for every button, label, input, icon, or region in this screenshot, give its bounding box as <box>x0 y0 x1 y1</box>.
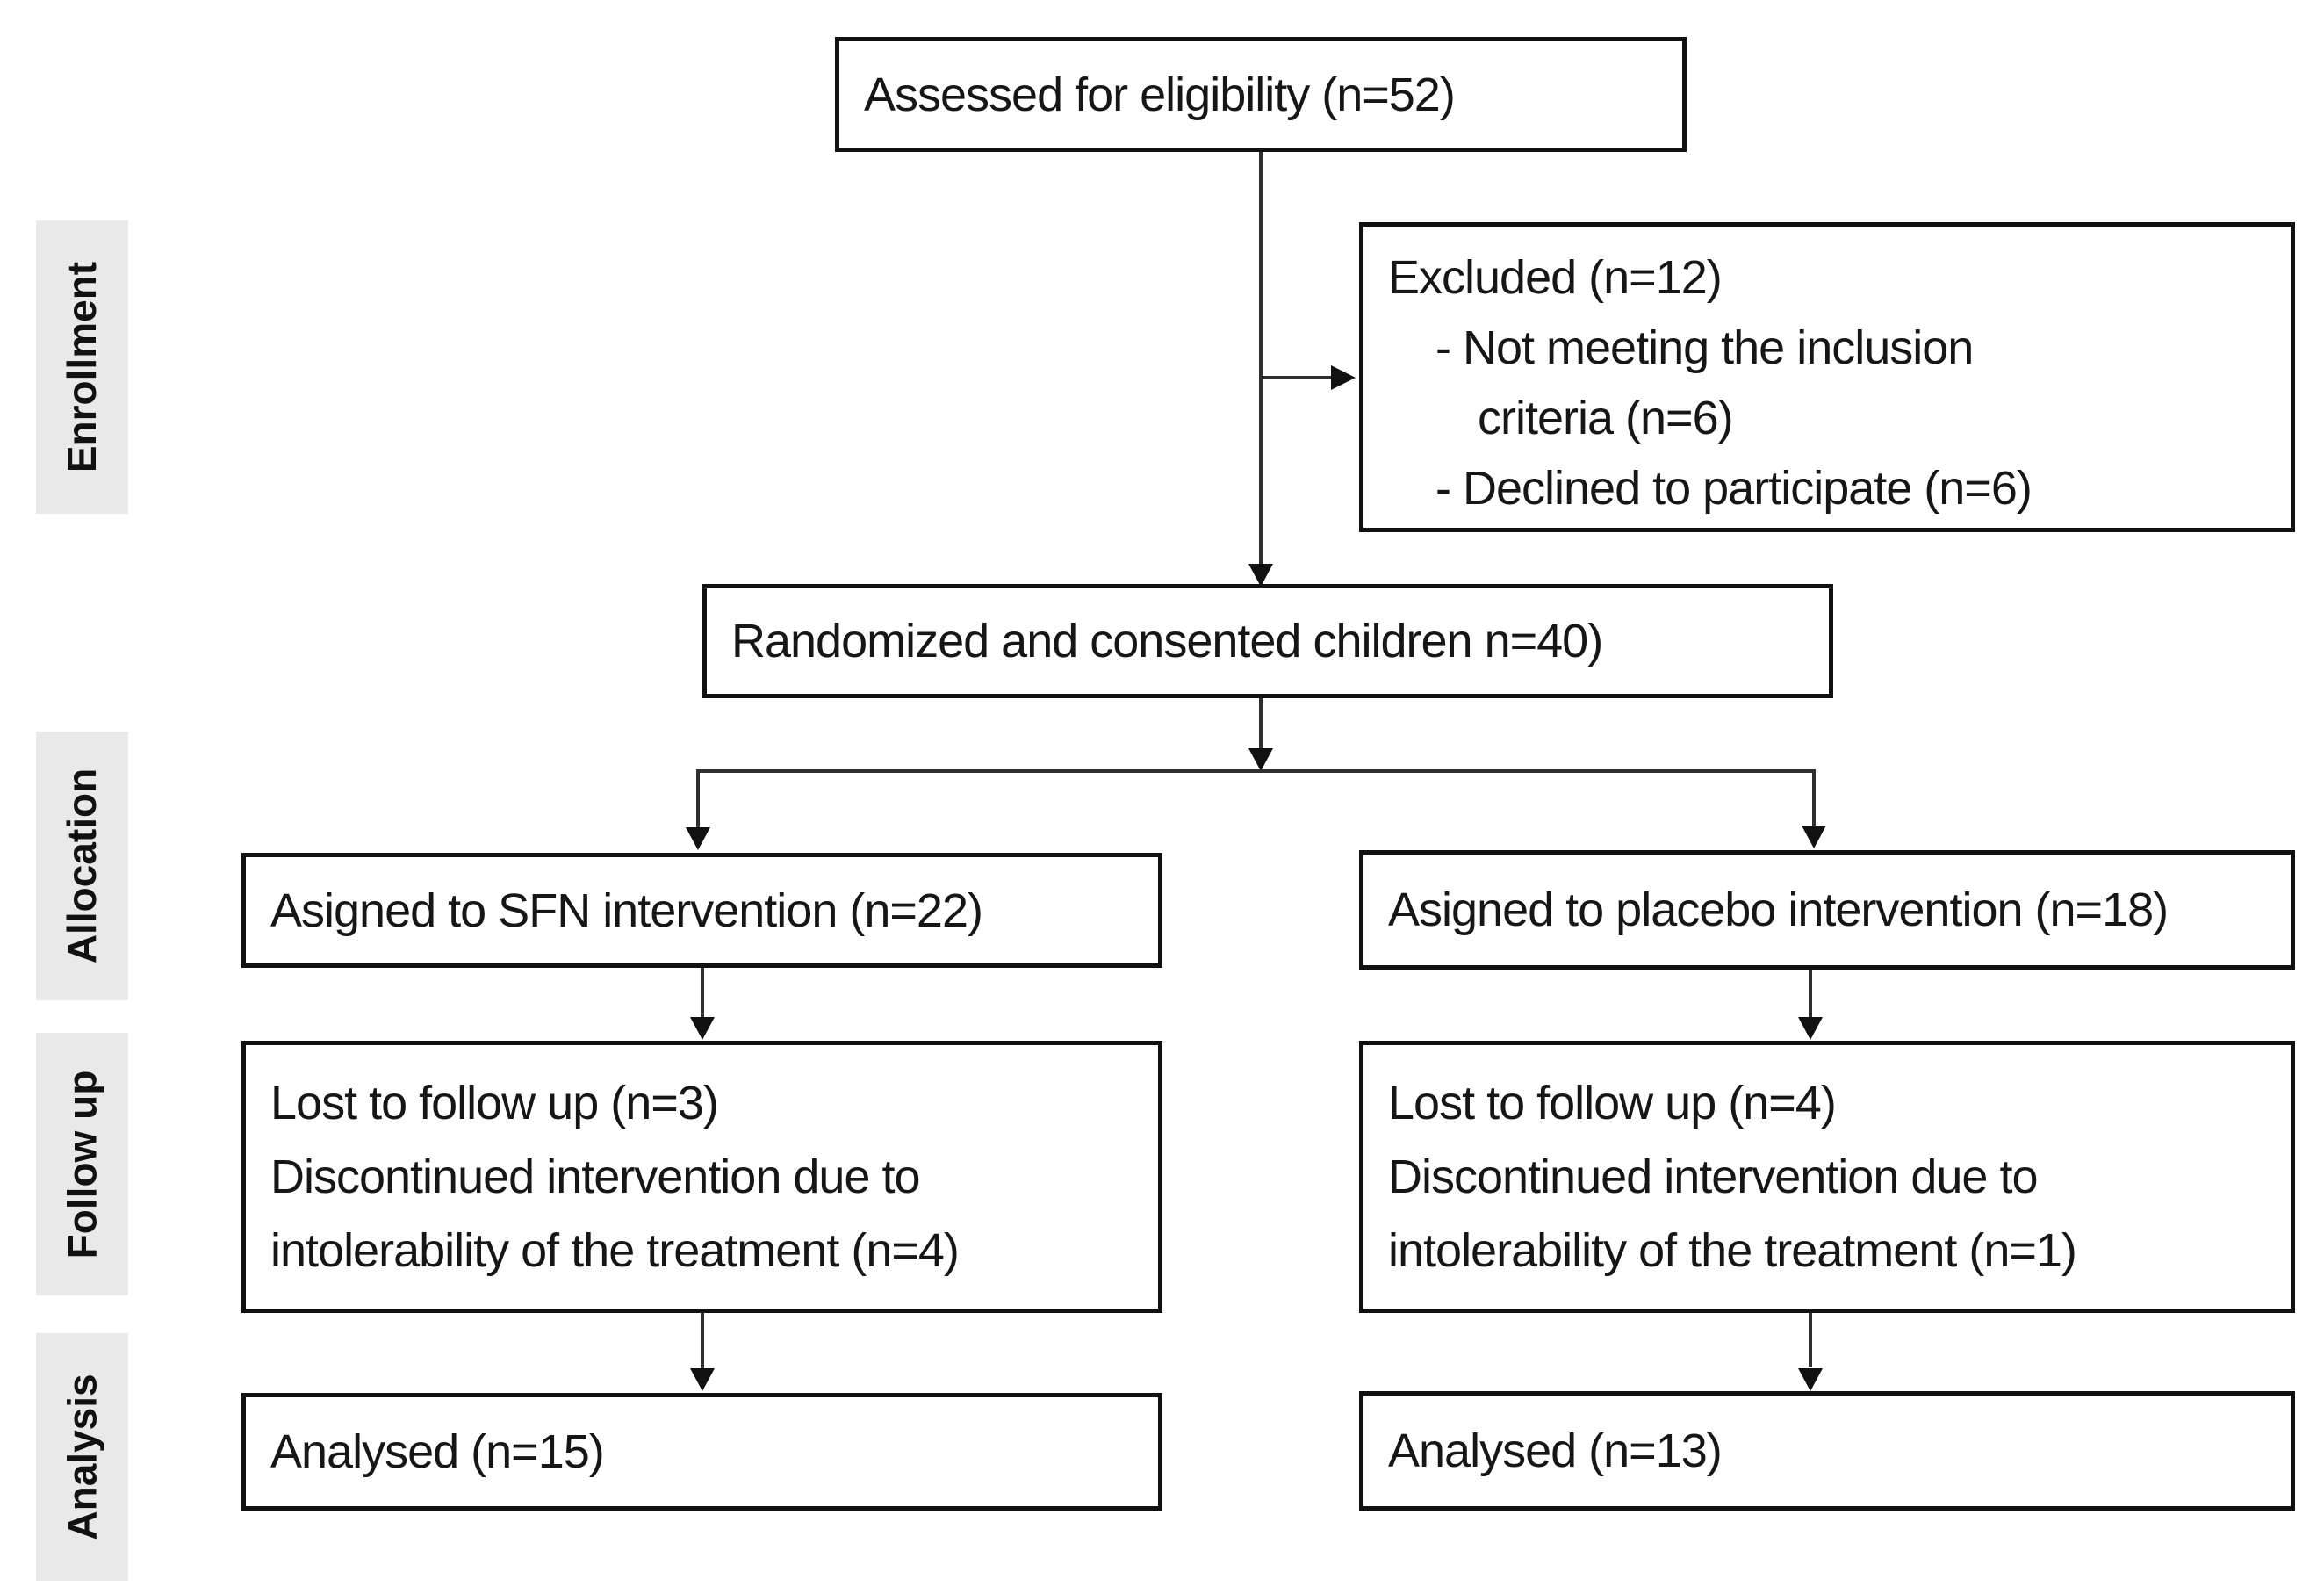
placebo-followup-line-1: Lost to follow up (n=4) <box>1388 1077 1837 1129</box>
connector-randomized-to-fork <box>1259 698 1263 748</box>
box-placebo-analysis: Analysed (n=13) <box>1359 1391 2295 1511</box>
box-excluded: Excluded (n=12) - Not meeting the inclus… <box>1359 222 2295 532</box>
arrow-down-icon <box>1798 1368 1823 1391</box>
sfn-analysis-text: Analysed (n=15) <box>270 1425 605 1478</box>
box-sfn-analysis: Analysed (n=15) <box>241 1393 1162 1511</box>
sfn-followup-line-2: Discontinued intervention due to <box>270 1151 921 1203</box>
placebo-analysis-text: Analysed (n=13) <box>1388 1425 1723 1477</box>
randomized-text: Randomized and consented children n=40) <box>731 615 1603 667</box>
arrow-down-icon <box>1798 1017 1823 1040</box>
box-placebo-followup: Lost to follow up (n=4) Discontinued int… <box>1359 1041 2295 1313</box>
box-sfn-followup: Lost to follow up (n=3) Discontinued int… <box>241 1041 1162 1313</box>
connector-placebo-allocation-to-followup <box>1809 970 1812 1017</box>
stage-label-followup: Follow up <box>36 1033 128 1295</box>
stage-label-enrollment: Enrollment <box>36 220 128 514</box>
excluded-reason-1-line-2: criteria (n=6) <box>1478 392 1734 444</box>
connector-fork-to-placebo-allocation <box>1812 769 1816 826</box>
placebo-allocation-text: Asigned to placebo intervention (n=18) <box>1388 884 2169 936</box>
stage-label-allocation: Allocation <box>36 732 128 1000</box>
arrow-down-icon <box>1248 564 1273 587</box>
arrow-down-icon <box>1248 748 1273 771</box>
sfn-followup-line-3: intolerability of the treatment (n=4) <box>270 1224 960 1277</box>
arrow-down-icon <box>1802 826 1826 848</box>
fork-line-allocation <box>696 769 1816 773</box>
sfn-allocation-text: Asigned to SFN intervention (n=22) <box>270 884 983 937</box>
connector-fork-to-sfn-allocation <box>696 769 700 827</box>
stage-label-enrollment-text: Enrollment <box>59 261 105 473</box>
box-assessed-eligibility: Assessed for eligibility (n=52) <box>835 37 1687 152</box>
stage-label-analysis: Analysis <box>36 1333 128 1581</box>
assessed-eligibility-text: Assessed for eligibility (n=52) <box>864 68 1456 121</box>
box-randomized: Randomized and consented children n=40) <box>702 584 1833 698</box>
sfn-followup-line-1: Lost to follow up (n=3) <box>270 1077 719 1129</box>
stage-label-followup-text: Follow up <box>59 1070 105 1259</box>
placebo-followup-line-3: intolerability of the treatment (n=1) <box>1388 1224 2077 1277</box>
box-placebo-allocation: Asigned to placebo intervention (n=18) <box>1359 850 2295 970</box>
stage-label-analysis-text: Analysis <box>59 1374 105 1540</box>
stage-label-allocation-text: Allocation <box>59 768 105 964</box>
arrow-down-icon <box>686 827 710 850</box>
connector-assessed-to-randomized <box>1259 152 1263 564</box>
excluded-heading: Excluded (n=12) <box>1388 251 1723 304</box>
connector-placebo-followup-to-analysis <box>1809 1313 1812 1367</box>
connector-sfn-allocation-to-followup <box>701 968 704 1017</box>
connector-sfn-followup-to-analysis <box>701 1313 704 1368</box>
box-sfn-allocation: Asigned to SFN intervention (n=22) <box>241 853 1162 968</box>
connector-assessed-to-excluded <box>1261 376 1331 379</box>
arrow-down-icon <box>690 1017 715 1040</box>
placebo-followup-line-2: Discontinued intervention due to <box>1388 1151 2039 1203</box>
arrow-right-icon <box>1331 365 1356 390</box>
excluded-reason-1-line-1: - Not meeting the inclusion <box>1435 321 1974 374</box>
excluded-reason-2: - Declined to participate (n=6) <box>1435 462 2033 515</box>
arrow-down-icon <box>690 1368 715 1391</box>
